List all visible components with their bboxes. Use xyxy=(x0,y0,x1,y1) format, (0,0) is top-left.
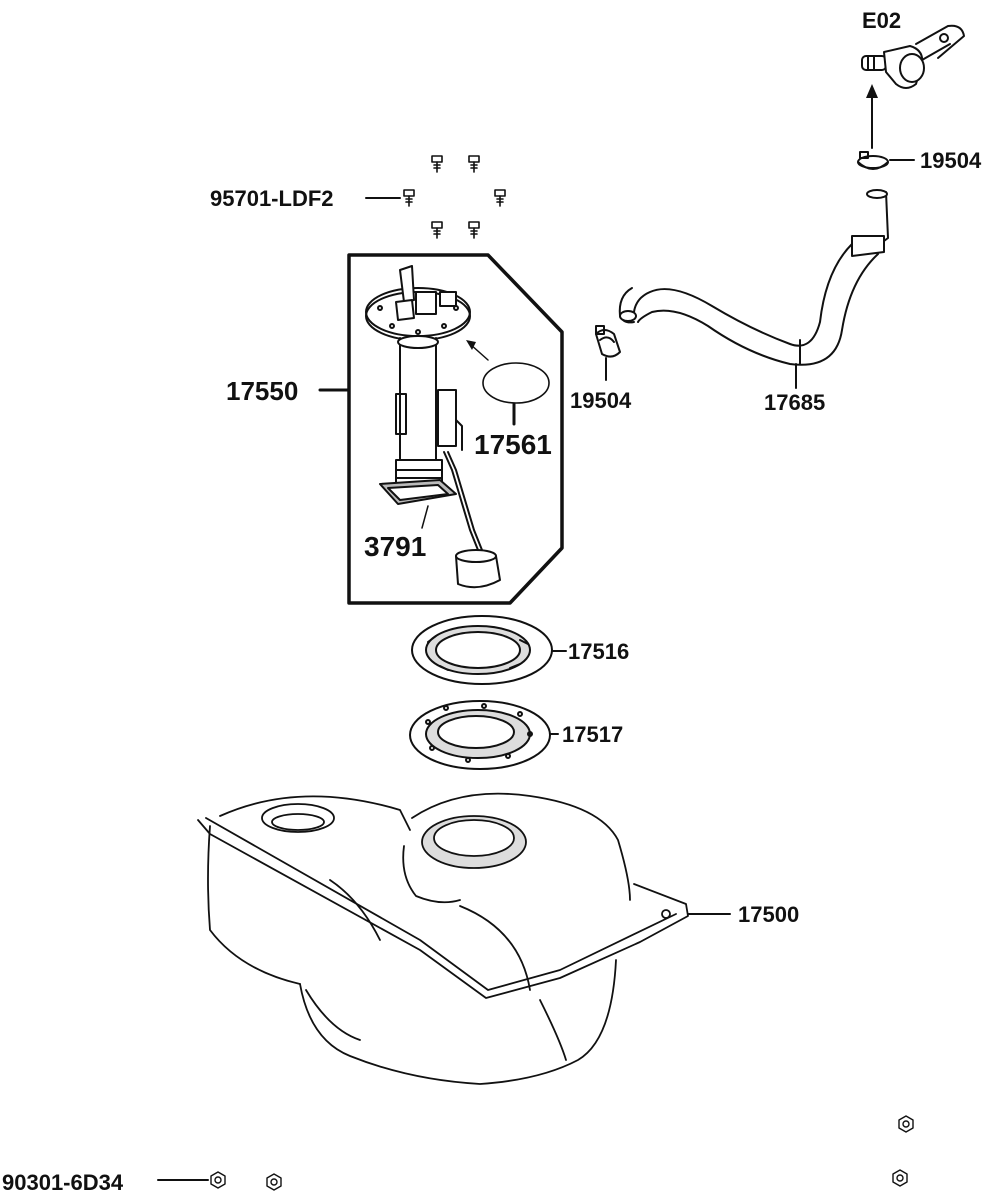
e02-connector-drawing xyxy=(861,24,965,89)
gasket-disc-drawing xyxy=(482,362,550,404)
label-e02: E02 xyxy=(862,8,901,33)
label-pump-assy: 17550 xyxy=(226,376,298,406)
label-tank: 17500 xyxy=(738,902,799,927)
fuel-pump-drawing xyxy=(365,265,501,589)
label-packing: 17516 xyxy=(568,639,629,664)
label-gasket-filter: 17561 xyxy=(474,429,552,460)
label-nut: 90301-6D34 xyxy=(2,1170,124,1195)
hose-drawing xyxy=(618,189,889,366)
clamp-top-drawing xyxy=(857,151,889,170)
label-clamp-top: 19504 xyxy=(920,148,982,173)
label-bolt: 95701-LDF2 xyxy=(210,186,334,211)
fuel-tank-drawing xyxy=(197,792,689,1085)
label-clamp-mid: 19504 xyxy=(570,388,632,413)
nuts-drawing xyxy=(210,1115,914,1191)
bolts-drawing xyxy=(403,155,506,239)
clamp-mid-drawing xyxy=(595,325,621,358)
pump-assy-outline xyxy=(347,253,564,605)
ring-drawing xyxy=(409,700,551,770)
label-hose: 17685 xyxy=(764,390,825,415)
label-strainer: 3791 xyxy=(364,531,426,562)
packing-drawing xyxy=(411,615,553,685)
label-ring: 17517 xyxy=(562,722,623,747)
